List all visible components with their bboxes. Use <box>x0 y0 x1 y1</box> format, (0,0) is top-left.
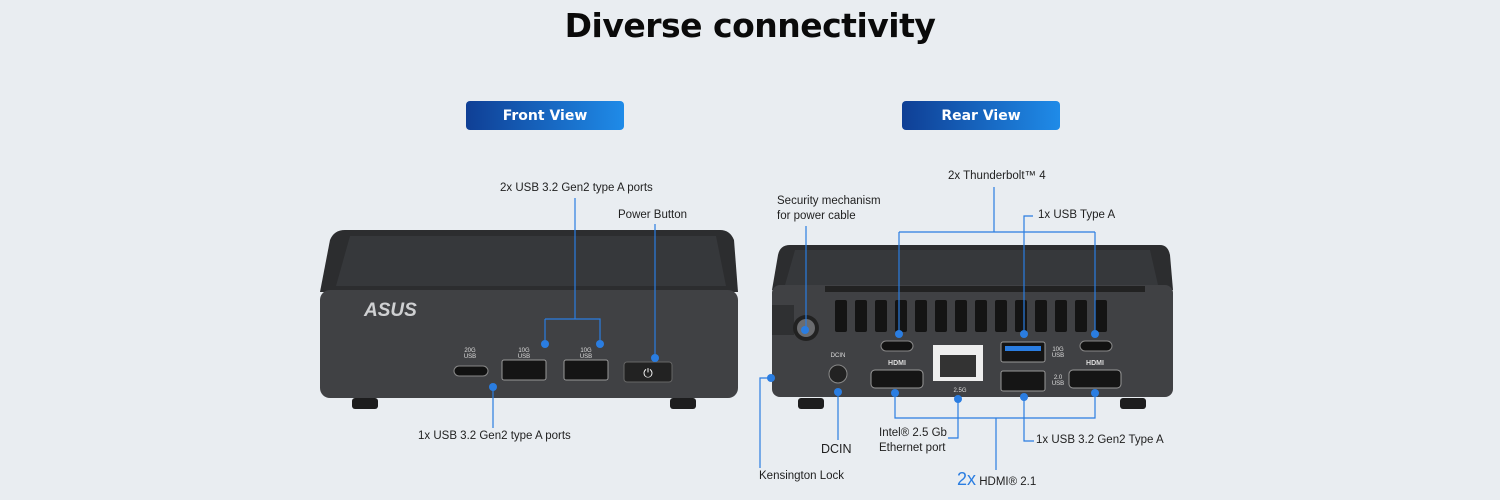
callout-thunderbolt: 2x Thunderbolt™ 4 <box>948 170 1046 182</box>
callout-ethernet: Intel® 2.5 Gb Ethernet port <box>879 427 947 454</box>
usb-a-10g-port <box>1000 341 1046 363</box>
callout-dcin: DCIN <box>821 442 852 456</box>
front-view-badge: Front View <box>466 101 624 130</box>
callout-usb-gen2: 1x USB 3.2 Gen2 Type A <box>1036 434 1164 446</box>
callout-usb-c-front: 1x USB 3.2 Gen2 type A ports <box>418 430 571 442</box>
usb-c-port <box>453 365 489 377</box>
callout-hdmi: 2x HDMI® 2.1 <box>957 469 1037 489</box>
callout-usb-a-front: 2x USB 3.2 Gen2 type A ports <box>500 182 653 194</box>
rear-device-image: DCIN HDMI HDMI 2.5G 10G USB 2.0 USB <box>772 245 1173 409</box>
svg-text:USB: USB <box>518 354 530 360</box>
callout-kensington-lock: Kensington Lock <box>759 470 845 482</box>
usb-a-port <box>501 359 547 381</box>
page-title: Diverse connectivity <box>564 6 936 45</box>
usb-a-port <box>563 359 609 381</box>
power-button <box>623 361 673 383</box>
svg-text:10G: 10G <box>580 348 592 354</box>
callout-usb-type-a: 1x USB Type A <box>1038 209 1116 221</box>
front-device-image: ASUS ⏻ 20G USB 10G USB 10G USB <box>320 230 738 409</box>
svg-text:HDMI: HDMI <box>1086 360 1104 367</box>
svg-text:20G: 20G <box>464 348 476 354</box>
svg-text:10G: 10G <box>1052 347 1064 353</box>
svg-text:USB: USB <box>580 354 592 360</box>
power-icon: ⏻ <box>643 366 653 380</box>
callout-security-mechanism: Security mechanism for power cable <box>777 195 881 222</box>
hdmi-port <box>1068 369 1122 389</box>
svg-text:2.5G: 2.5G <box>953 388 966 394</box>
rear-view-badge: Rear View <box>902 101 1060 130</box>
asus-logo: ASUS <box>363 300 417 321</box>
svg-text:USB: USB <box>1052 381 1064 387</box>
callout-power-button: Power Button <box>618 209 688 221</box>
thunderbolt-port <box>880 340 914 352</box>
svg-text:USB: USB <box>464 354 476 360</box>
svg-text:2.0: 2.0 <box>1054 375 1063 381</box>
usb-a-2-port <box>1000 370 1046 392</box>
svg-text:DCIN: DCIN <box>831 353 846 359</box>
thunderbolt-port <box>1079 340 1113 352</box>
svg-text:HDMI: HDMI <box>888 360 906 367</box>
hdmi-port <box>870 369 924 389</box>
svg-text:10G: 10G <box>518 348 530 354</box>
svg-text:USB: USB <box>1052 353 1064 359</box>
